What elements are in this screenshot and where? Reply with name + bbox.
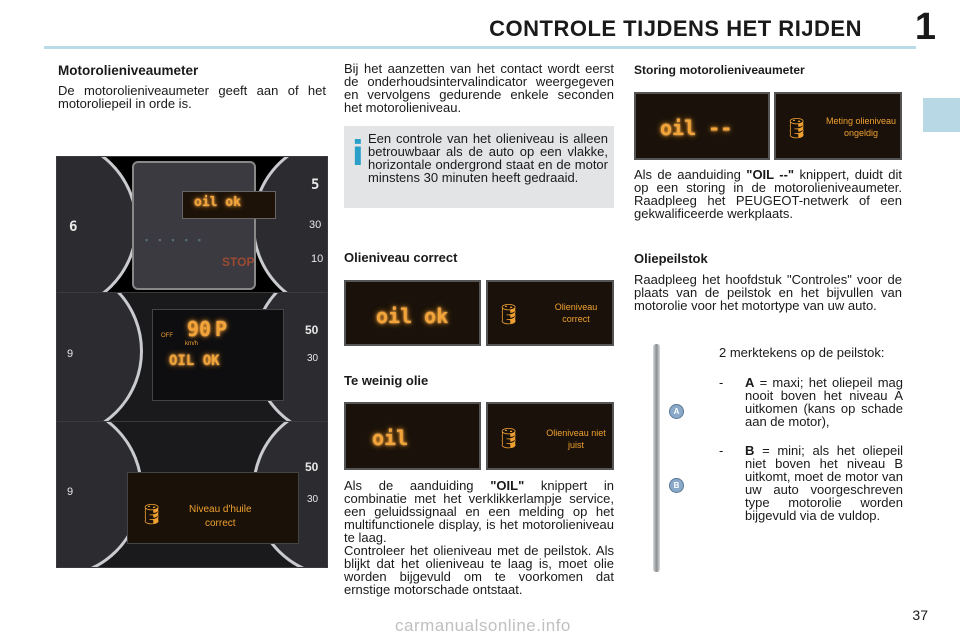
gauge-number: 30 [307,494,319,505]
text-run: = maxi; het oliepeil mag nooit boven het… [745,375,903,429]
low-oil-text: Als de aanduiding "OIL" knippert in comb… [344,479,614,544]
text-run: Als de aanduiding [344,478,491,493]
list-dash: - [719,375,724,390]
message-line-1: Olieniveau [554,302,598,312]
chapter-tab[interactable] [923,98,960,132]
mark-b: B [669,478,684,493]
text-run-bold: "OIL" [490,478,525,493]
gauge-number: 30 [309,219,322,231]
message-line-1: Niveau d'huile [189,504,252,515]
mark-a: A [669,404,684,419]
gauge-number: 5 [311,177,320,193]
heading-oil-correct: Olieniveau correct [344,250,458,265]
lcd-text: oil ok [376,304,449,328]
lcd-text: oil -- [660,116,733,140]
watermark: carmanualsonline.info [395,616,571,635]
lcd-oil-ok: oil ok [344,280,481,346]
gauge-number: 30 [307,353,319,364]
message-line-1: Meting olieniveau [825,116,897,126]
dashboard-photo-oil-level-message: 9 50 30 🛢 Niveau d'huile correct [56,421,328,568]
text-run: Als de aanduiding [634,167,747,182]
fault-text: Als de aanduiding "OIL --" knippert, dui… [634,168,902,220]
list-dash: - [719,443,724,458]
text-run-bold: B [745,443,755,458]
message-line-2: juist [567,440,584,450]
info-box: i Een controle van het olieniveau is all… [344,126,614,208]
lcd-display [182,191,276,219]
stop-lamp: STOP [222,255,255,269]
chapter-number: 1 [914,6,936,48]
info-icon: i [352,134,364,174]
intro-text: Bij het aanzetten van het contact wordt … [344,61,614,115]
center-console [132,161,256,290]
gear-indicator: P [215,317,228,341]
message-oil-fault: 🛢 Meting olieniveau ongeldig [774,92,902,160]
mark-a-text: A = maxi; het oliepeil mag nooit boven h… [745,376,903,428]
info-text: Een controle van het olieniveau is allee… [368,131,608,185]
right-gauge [252,157,327,292]
dashboard-photo-oil-ok-display: 9 50 30 90 P km/h OFF OIL OK [56,292,328,422]
text-run: knippert in combinatie met het verklikke… [344,478,614,545]
check-oil-text: Controleer het olieniveau met de peilsto… [344,543,614,597]
lcd-oil-fault: oil -- [634,92,770,160]
marks-intro: 2 merktekens op de peilstok: [719,345,885,360]
heading-meter-fault: Storing motorolieniveaumeter [634,63,805,77]
message-line-2: correct [562,314,590,324]
text-run: = mini; als het oliepeil niet boven het … [745,443,903,523]
gauge-number: 10 [311,253,324,265]
oil-can-icon: 🛢 [784,118,810,140]
oil-can-icon: 🛢 [496,304,522,326]
lcd-text: oil [372,426,409,450]
off-label: OFF [161,333,173,339]
message-oil-low: 🛢 Olieniveau niet juist [486,402,614,470]
text-run-bold: A [745,375,755,390]
dashboard-photo-oil-ok-lcd: 6 5 30 10 oil ok ▪▪▪▪▪ STOP [56,156,328,293]
lcd-oil-low: oil [344,402,481,470]
mark-b-text: B = mini; als het oliepeil niet boven he… [745,444,903,522]
speed-unit: km/h [185,341,199,347]
speed-readout: 90 [187,317,212,341]
text-run: knippert, duidt dit op een storing in de… [634,167,902,221]
oil-can-icon: 🛢 [139,504,165,526]
oil-ok-status: OIL OK [169,353,220,369]
gauge-number: 50 [305,323,319,337]
text-run-bold: "OIL --" [746,167,795,182]
message-display [127,472,299,544]
gauge-number: 50 [305,460,319,474]
gauge-number: 9 [67,348,74,360]
dipstick-icon [653,344,660,572]
message-line-2: ongeldig [843,128,879,138]
section-heading-oil-meter: Motorolieniveaumeter [58,63,199,78]
page-number: 37 [912,607,928,623]
message-line-1: Olieniveau niet [546,428,606,438]
message-oil-correct: 🛢 Olieniveau correct [486,280,614,346]
dipstick-text: Raadpleeg het hoofdstuk "Controles" voor… [634,272,902,313]
warning-lamps: ▪▪▪▪▪ [145,235,211,245]
header-rule [44,46,916,49]
page-title: CONTROLE TIJDENS HET RIJDEN [489,16,862,41]
multifunction-display [152,309,284,401]
gauge-number: 9 [67,486,74,498]
lcd-oil-ok-text: oil ok [194,195,241,210]
heading-dipstick: Oliepeilstok [634,251,708,266]
message-line-2: correct [205,518,236,529]
gauge-number: 6 [69,219,78,235]
oil-can-icon: 🛢 [496,428,522,450]
heading-too-little-oil: Te weinig olie [344,373,429,388]
oil-meter-description: De motorolieniveaumeter geeft aan of het… [58,83,326,111]
